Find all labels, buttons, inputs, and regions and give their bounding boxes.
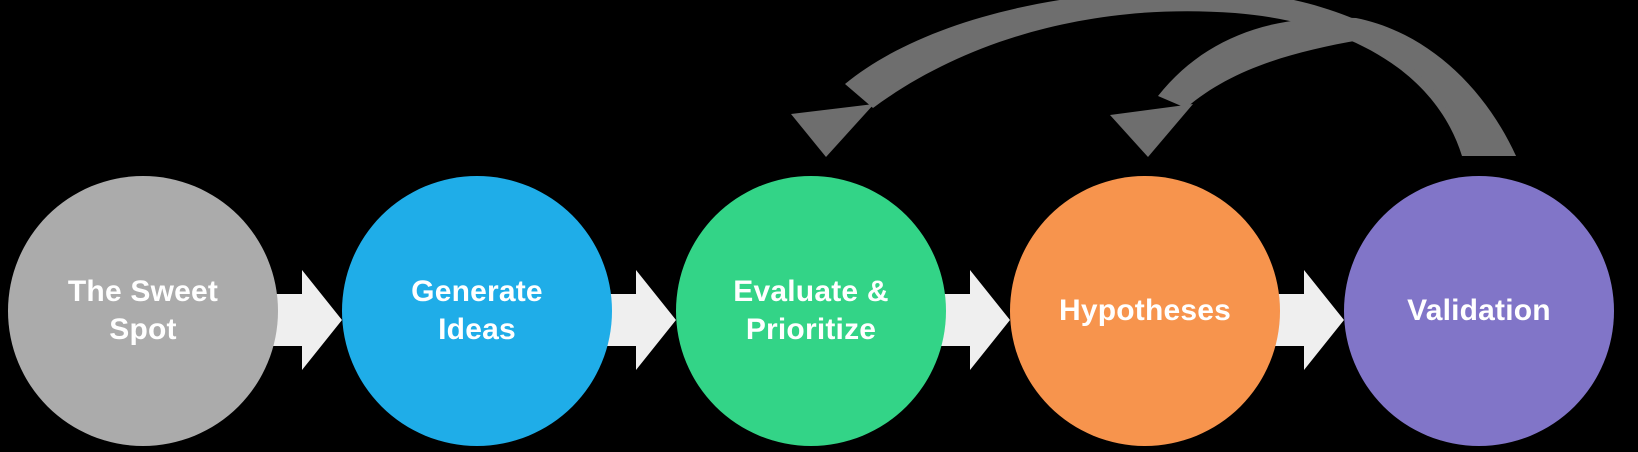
stage-circle-generate-ideas: [342, 176, 612, 446]
flow-arrow-3: [940, 270, 1010, 370]
stage-circle-hypotheses: [1010, 176, 1280, 446]
loopback-arrowhead-long: [791, 104, 874, 157]
stage-circle-evaluate-prioritize: [676, 176, 946, 446]
loopback-arrow-validation-to-hypotheses: [1110, 17, 1516, 157]
flow-arrow-1: [272, 270, 342, 370]
stage-circle-the-sweet-spot: [8, 176, 278, 446]
loopback-arc-short: [1158, 17, 1516, 156]
loopback-arrowhead-short: [1110, 104, 1193, 157]
flow-arrow-2: [606, 270, 676, 370]
stage-circle-validation: [1344, 176, 1614, 446]
flow-arrow-4: [1274, 270, 1344, 370]
